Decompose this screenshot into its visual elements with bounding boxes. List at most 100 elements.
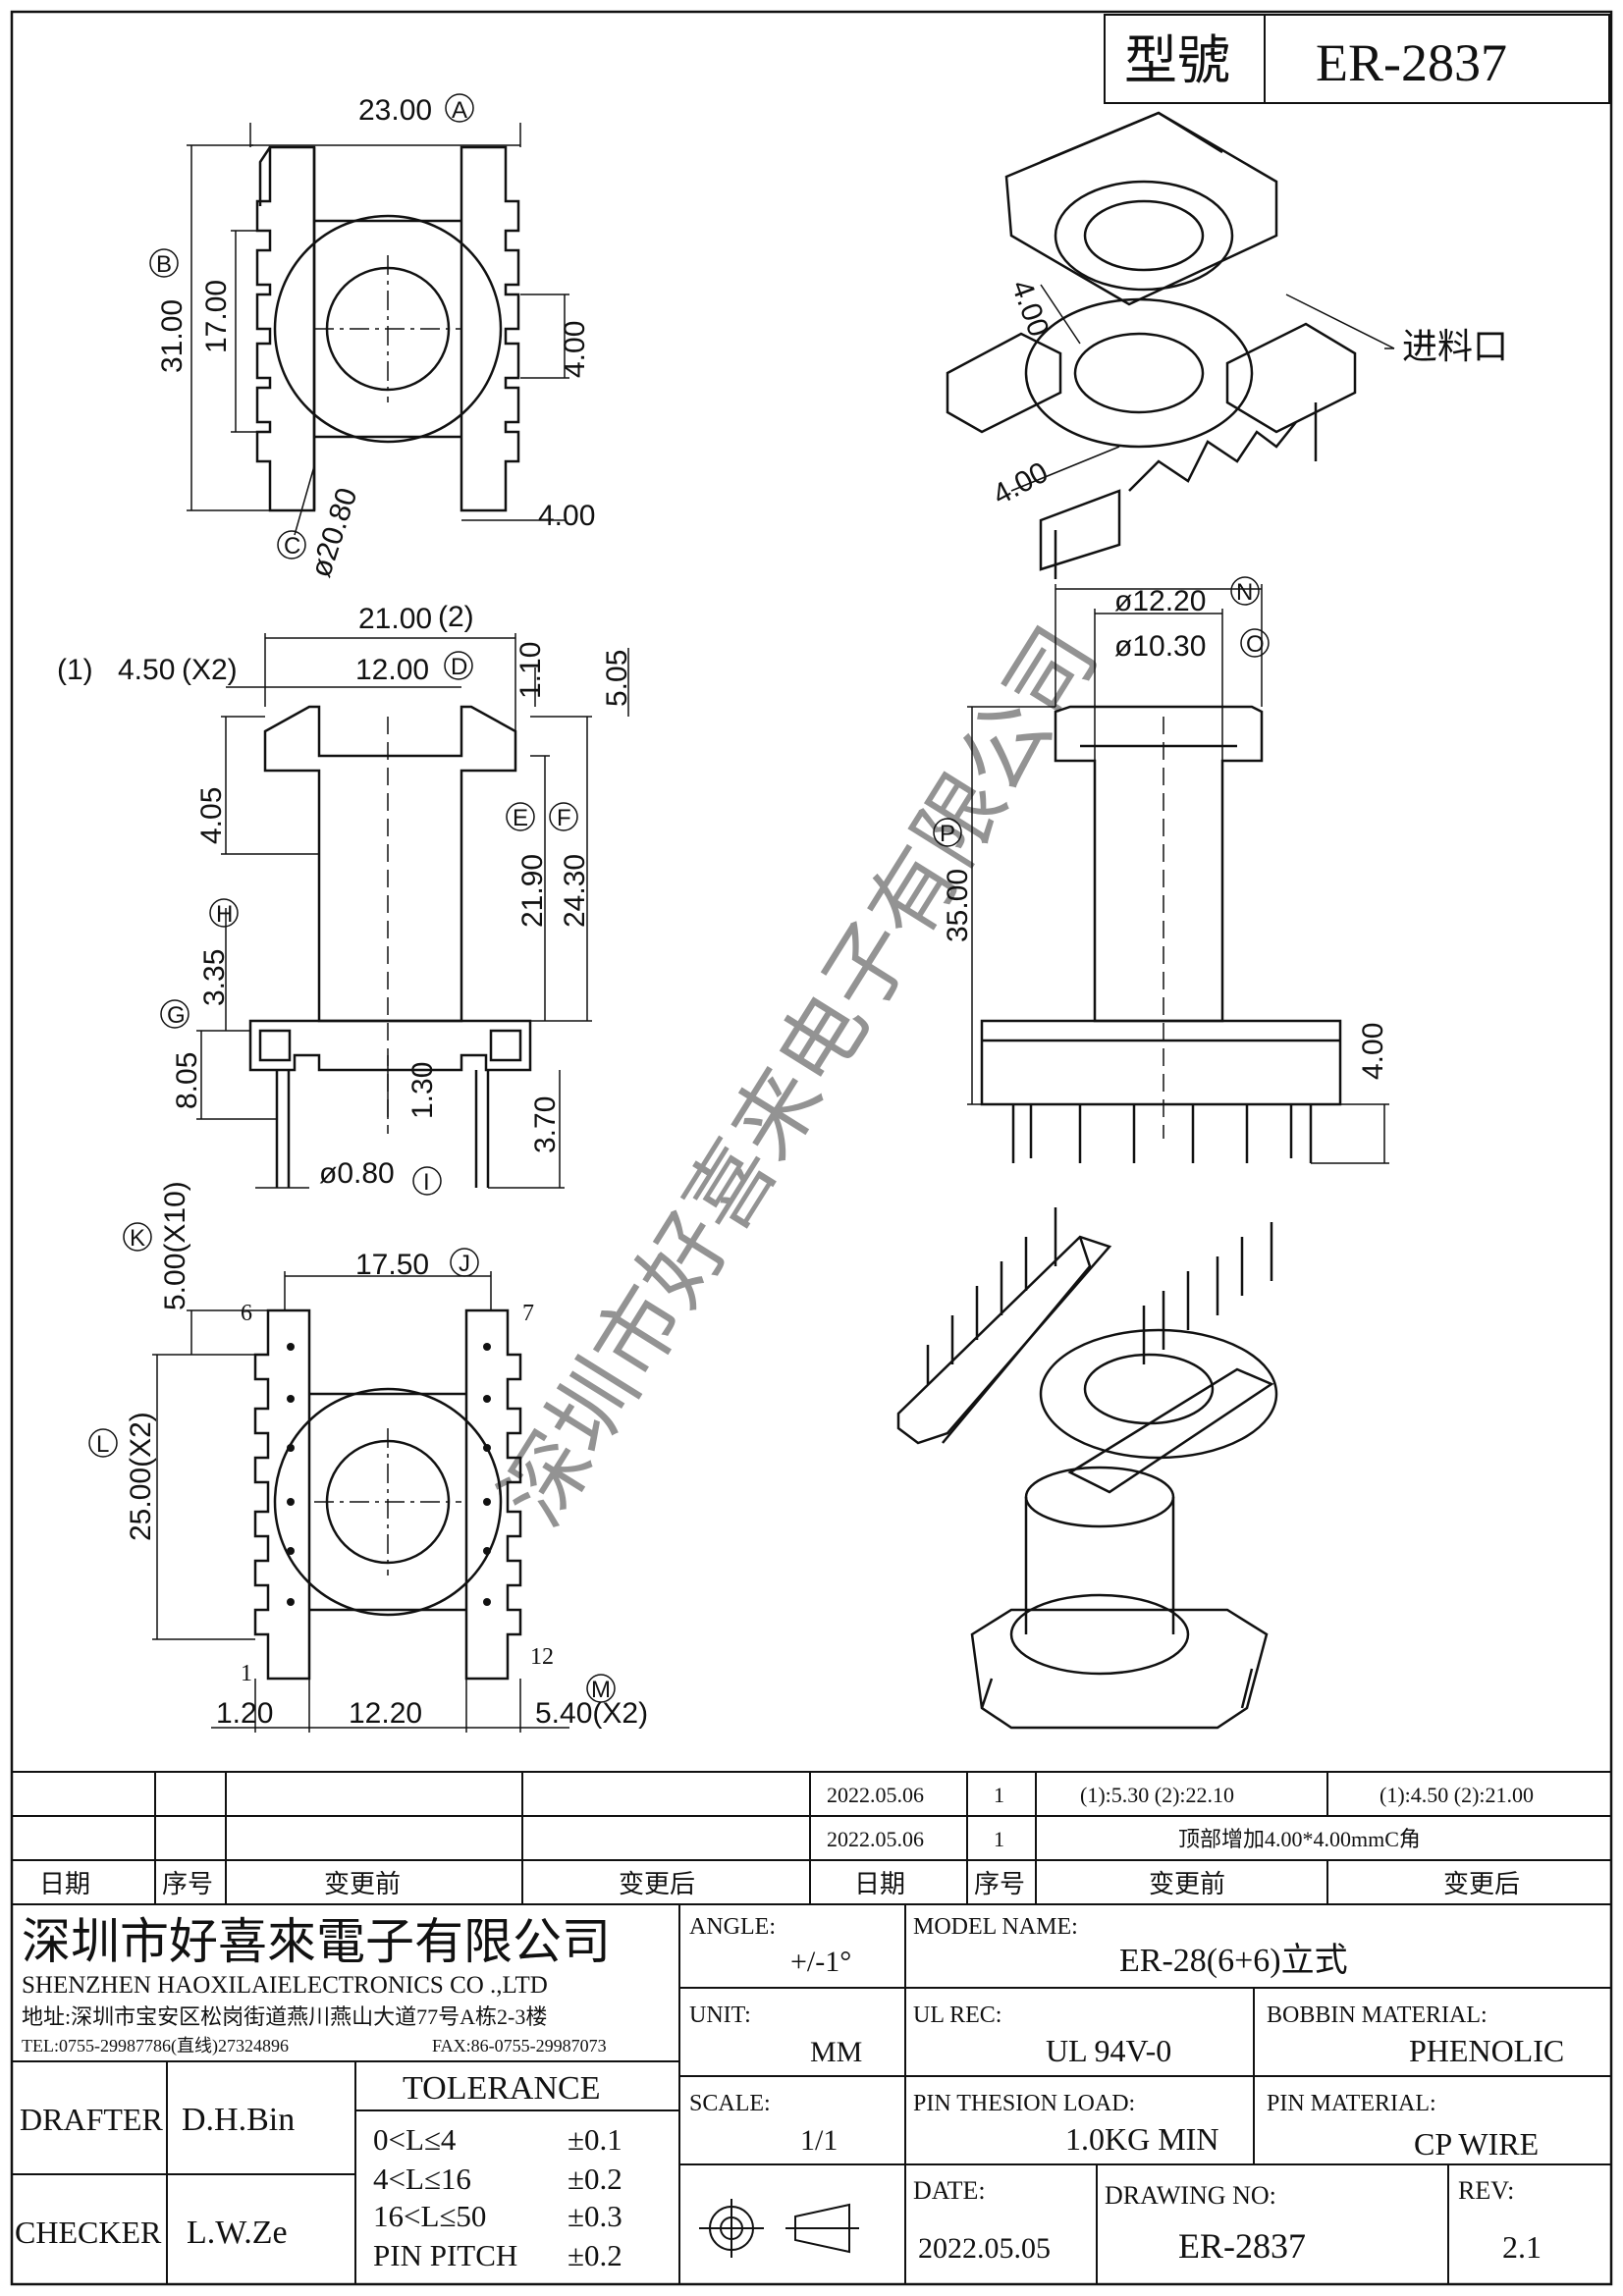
marker-k: K <box>130 1225 145 1252</box>
rev-header-after-2: 变更后 <box>1443 1870 1520 1898</box>
rev-header-seq-1: 序号 <box>162 1870 213 1898</box>
ul-rec-value: UL 94V-0 <box>1046 2033 1171 2068</box>
tolerance-value-3: ±0.3 <box>568 2199 622 2233</box>
rev-header-before-1: 变更前 <box>324 1870 401 1898</box>
tolerance-value-4: ±0.2 <box>568 2238 622 2272</box>
iso-top-view <box>946 111 1395 579</box>
rev-row1-before: (1):5.30 (2):22.10 <box>1080 1783 1234 1807</box>
rev-header-before-2: 变更前 <box>1149 1870 1225 1898</box>
company-name-en: SHENZHEN HAOXILAIELECTRONICS CO .,LTD <box>22 1972 548 1999</box>
bottom-view-labels: 17.50 5.00(X10) 25.00(X2) 1.20 12.20 5.4… <box>88 1181 648 1730</box>
rev-header-seq-2: 序号 <box>974 1870 1025 1898</box>
drafter-label: DRAFTER <box>20 2102 163 2137</box>
marker-l: L <box>96 1431 109 1458</box>
dim-4-00-bottom: 4.00 <box>538 500 595 532</box>
tolerance-label: TOLERANCE <box>403 2070 600 2107</box>
rev-row2-seq: 1 <box>994 1827 1004 1851</box>
dim-17-50: 17.50 <box>355 1249 429 1281</box>
dim-dia-12-20: ø12.20 <box>1114 585 1206 617</box>
pin-label-1: 1 <box>241 1661 252 1686</box>
marker-c: C <box>284 533 300 560</box>
pin-label-7: 7 <box>522 1301 534 1326</box>
rev-label: REV: <box>1458 2176 1514 2205</box>
bottom-view <box>152 1271 569 1733</box>
dim-5-40-x2: 5.40(X2) <box>535 1697 648 1730</box>
dim-12-20: 12.20 <box>349 1697 422 1730</box>
revision-table <box>12 1771 1611 1905</box>
tolerance-range-4: PIN PITCH <box>373 2238 517 2272</box>
marker-f: F <box>557 805 571 831</box>
dim-4-00-top: 4.00 <box>559 321 591 378</box>
dim-1-10: 1.10 <box>514 642 547 699</box>
unit-label: UNIT: <box>689 2002 751 2028</box>
marker-p: P <box>940 821 955 847</box>
pin-material-value: CP WIRE <box>1414 2126 1539 2162</box>
dim-24-30: 24.30 <box>559 854 591 928</box>
date-label: DATE: <box>913 2176 986 2205</box>
dim-1-20: 1.20 <box>216 1697 273 1730</box>
tolerance-value-1: ±0.1 <box>568 2122 622 2157</box>
tolerance-range-3: 16<L≤50 <box>373 2199 486 2233</box>
drawing-no-value: ER-2837 <box>1178 2226 1306 2266</box>
pin-load-value: 1.0KG MIN <box>1065 2121 1218 2157</box>
checker-label: CHECKER <box>15 2215 162 2250</box>
unit-value: MM <box>810 2036 862 2068</box>
projection-symbol-icon <box>699 2199 859 2258</box>
marker-j: J <box>459 1251 470 1277</box>
dim-dia-0-80: ø0.80 <box>319 1157 395 1190</box>
top-view-labels: 23.00 31.00 17.00 4.00 4.00 ø20.80 A B C <box>149 93 595 581</box>
pin-load-label: PIN THESION LOAD: <box>913 2091 1135 2116</box>
side-view-labels: ø12.20 ø10.30 35.00 4.00 N O P <box>933 576 1389 1080</box>
dim-note-1: (1) <box>57 654 93 686</box>
top-view <box>187 123 569 536</box>
rev-header-after-1: 变更后 <box>619 1870 695 1898</box>
bobbin-material-label: BOBBIN MATERIAL: <box>1267 2002 1488 2028</box>
rev-row1-seq: 1 <box>994 1783 1004 1807</box>
marker-h: H <box>216 901 233 928</box>
ul-rec-label: UL REC: <box>913 2002 1001 2028</box>
company-tel: TEL:0755-29987786(直线)27324896 <box>22 2036 289 2056</box>
dim-12-00: 12.00 <box>355 654 429 686</box>
marker-o: O <box>1246 631 1265 658</box>
title-block-fields: ANGLE: +/-1° MODEL NAME: ER-28(6+6)立式 UN… <box>15 1914 1564 2272</box>
company-address: 地址:深圳市宝安区松岗街道燕川燕山大道77号A栋2-3楼 <box>22 2004 547 2029</box>
pin-label-6: 6 <box>241 1301 252 1326</box>
marker-e: E <box>513 805 528 831</box>
company-block: 深圳市好喜來電子有限公司 SHENZHEN HAOXILAIELECTRONIC… <box>22 1914 611 2056</box>
company-name-cn: 深圳市好喜來電子有限公司 <box>22 1914 611 1969</box>
dim-dia-10-30: ø10.30 <box>1114 630 1206 663</box>
watermark: 深圳市好喜来电子有限公司 <box>486 613 1116 1542</box>
rev-row2-date: 2022.05.06 <box>827 1827 924 1851</box>
marker-n: N <box>1236 579 1253 606</box>
title-block-grid <box>12 1904 1611 2284</box>
rev-row1-after: (1):4.50 (2):21.00 <box>1380 1783 1534 1807</box>
dim-8-05: 8.05 <box>171 1052 203 1109</box>
marker-b: B <box>156 251 172 278</box>
dim-note-2: (2) <box>438 601 474 633</box>
dim-23-00: 23.00 <box>358 94 432 127</box>
drawing-no-label: DRAWING NO: <box>1105 2181 1276 2210</box>
dim-35-00: 35.00 <box>942 869 974 942</box>
model-name-label: MODEL NAME: <box>913 1914 1078 1940</box>
marker-d: D <box>451 654 467 680</box>
header-model-label: 型號 <box>1124 31 1230 90</box>
rev-row1-date: 2022.05.06 <box>827 1783 924 1807</box>
tolerance-range-1: 0<L≤4 <box>373 2122 457 2157</box>
iso-dim-4-00-b: 4.00 <box>988 456 1054 512</box>
feed-inlet-callout: 进料口 <box>1402 327 1508 366</box>
dim-1-30: 1.30 <box>406 1062 439 1119</box>
dim-25-00-x2: 25.00(X2) <box>125 1412 157 1541</box>
marker-m: M <box>591 1677 611 1703</box>
rev-row2-before: 顶部增加4.00*4.00mmC角 <box>1178 1827 1421 1851</box>
company-fax: FAX:86-0755-29987073 <box>432 2036 607 2056</box>
dim-3-35: 3.35 <box>198 949 231 1006</box>
angle-label: ANGLE: <box>689 1914 776 1940</box>
dim-5-05: 5.05 <box>601 650 633 707</box>
marker-g: G <box>167 1002 186 1029</box>
marker-a: A <box>452 97 467 124</box>
date-value: 2022.05.05 <box>918 2232 1051 2265</box>
drafter-value: D.H.Bin <box>182 2102 295 2138</box>
iso-dim-4-00-a: 4.00 <box>1004 276 1055 341</box>
rev-value: 2.1 <box>1502 2229 1542 2265</box>
